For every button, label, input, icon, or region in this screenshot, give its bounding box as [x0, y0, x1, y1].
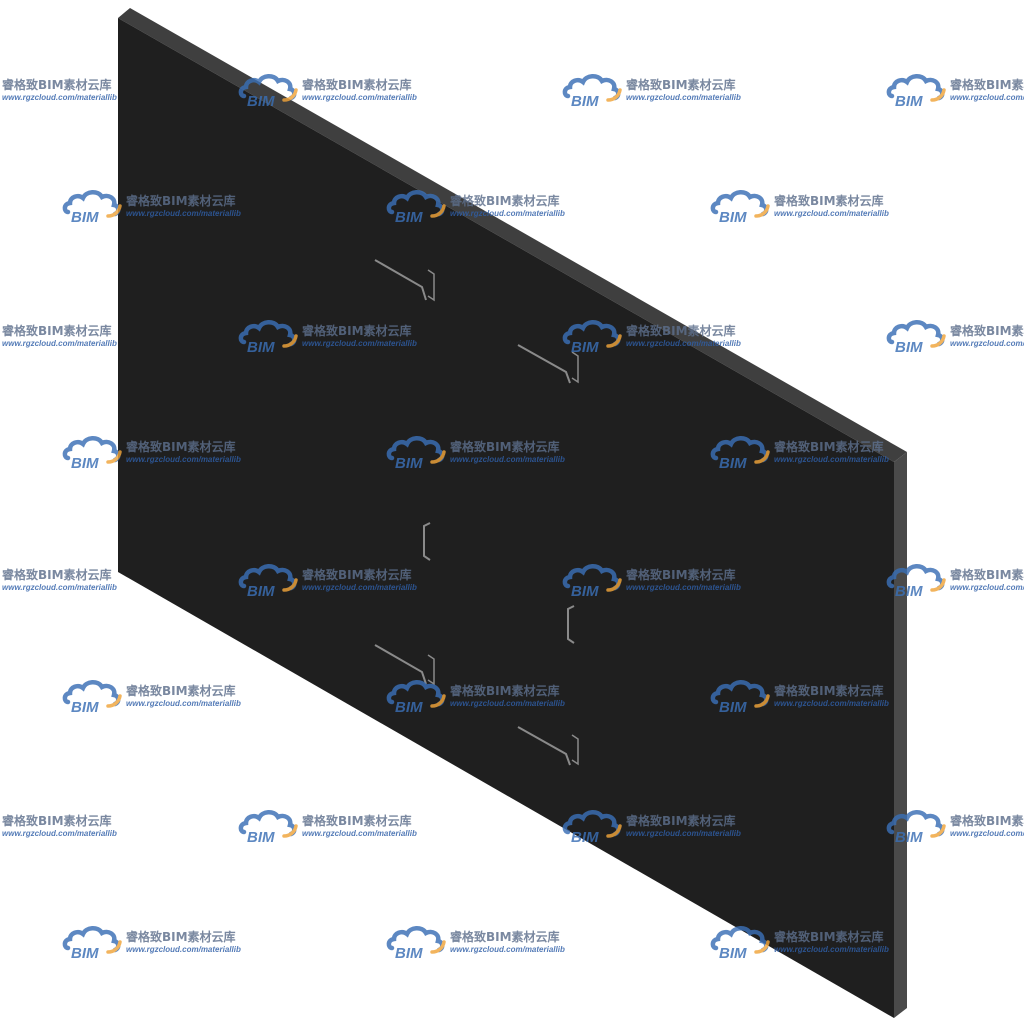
panel-right-edge: [894, 452, 907, 1018]
bracket-lower-right: [517, 726, 579, 766]
panel-top-edge: [118, 8, 907, 462]
panel-front-face: [118, 18, 894, 1018]
bracket-middle-left: [423, 522, 431, 561]
bracket-middle-right: [567, 605, 575, 644]
bracket-upper-right: [517, 344, 579, 384]
bracket-upper-left: [374, 259, 435, 302]
